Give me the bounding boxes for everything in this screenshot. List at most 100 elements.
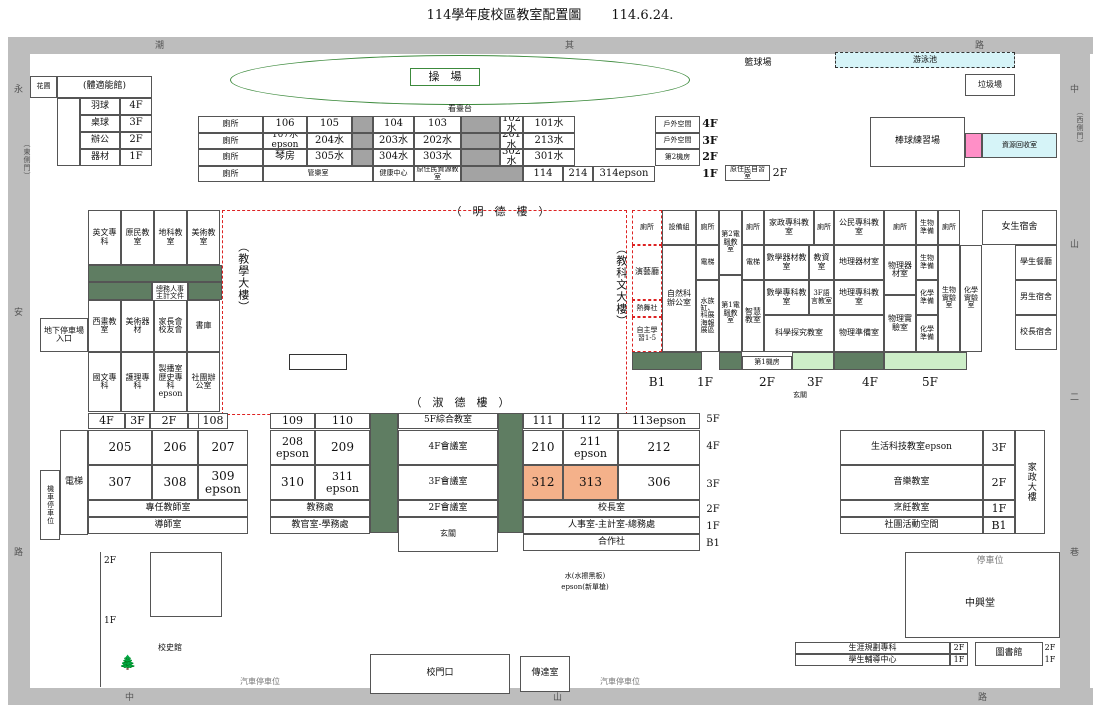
road-label: 山 bbox=[1070, 240, 1080, 250]
road-label: 巷 bbox=[1070, 548, 1080, 558]
jiaoxue-label: （教學大樓） bbox=[236, 241, 250, 313]
toilet: 廁所 bbox=[198, 116, 263, 133]
classroom: 205 bbox=[88, 430, 152, 465]
classroom: 207 bbox=[198, 430, 248, 465]
classroom: 206 bbox=[152, 430, 198, 465]
classroom: 306 bbox=[618, 465, 700, 500]
aquarium-area: 水族缸、科展海報展區 bbox=[696, 280, 719, 352]
equipment-group: 設備組 bbox=[662, 210, 696, 245]
math-lab: 數學器材教室 bbox=[764, 245, 809, 280]
underground-parking: 地下停車場入口 bbox=[40, 318, 88, 352]
classroom: 309 epson bbox=[198, 465, 248, 500]
green-strip bbox=[88, 265, 222, 282]
counsel-floor: 1F bbox=[950, 654, 968, 666]
student-affairs: 教官室-學務處 bbox=[270, 517, 370, 534]
classroom: 106 bbox=[263, 116, 307, 133]
classroom: 204水 bbox=[307, 132, 352, 149]
entry-hall: 玄關 bbox=[398, 517, 498, 552]
classroom: 111 bbox=[523, 413, 563, 429]
stand: 看臺台 bbox=[448, 103, 472, 113]
green-strip bbox=[88, 282, 152, 300]
special-room: 烹飪教室 bbox=[840, 500, 983, 517]
drama-hall: 演藝廳 bbox=[632, 245, 662, 300]
outdoor-space: 第2機房 bbox=[655, 149, 700, 166]
toilet: 廁所 bbox=[884, 210, 916, 245]
left-wing-room: 美術教室 bbox=[187, 210, 220, 265]
road-label: 永 bbox=[14, 85, 24, 95]
classroom: 103 bbox=[414, 116, 461, 133]
classroom: 305水 bbox=[307, 149, 352, 166]
history-hall: 校史館 bbox=[158, 642, 182, 652]
left-wing-room: 製播室 歷史專科 epson bbox=[154, 352, 187, 412]
floor-label: 3F bbox=[702, 133, 718, 147]
car-parking: 汽車停車位 bbox=[240, 676, 280, 686]
classroom: 212 bbox=[618, 430, 700, 465]
hall-1f: 1F bbox=[104, 616, 116, 627]
band-room: 管樂室 bbox=[263, 165, 373, 182]
classroom: 302水 bbox=[500, 149, 523, 166]
school-gate: 校門口 bbox=[370, 654, 510, 694]
elevator: 電梯 bbox=[696, 245, 719, 280]
floor-label: 3F bbox=[706, 478, 720, 490]
left-wing-room: 書庫 bbox=[187, 300, 220, 352]
road-label: 安 bbox=[14, 308, 24, 318]
academic-affairs: 教務處 bbox=[270, 500, 370, 517]
gym-floor: 1F bbox=[120, 149, 152, 166]
counsel-center: 學生輔導中心 bbox=[795, 654, 950, 666]
special-room: 社團活動空間 bbox=[840, 517, 983, 534]
home-ec-room: 家政專科教室 bbox=[764, 210, 814, 245]
recycle-room: 資源回收室 bbox=[982, 133, 1057, 158]
special-room: 生活科技教室epson bbox=[840, 430, 983, 465]
gym-side bbox=[57, 98, 80, 166]
special-room: 音樂教室 bbox=[840, 465, 983, 500]
toilet: 廁所 bbox=[938, 210, 960, 245]
gray-column bbox=[352, 149, 373, 166]
floor-label: 4F bbox=[88, 413, 125, 429]
gym-room: 器材 bbox=[80, 149, 120, 166]
left-wing-room: 國文專科 bbox=[88, 352, 121, 412]
motorcycle-parking: 機車停車位 bbox=[40, 470, 60, 540]
gate-label: （東側門） bbox=[23, 140, 31, 180]
road-label: 路 bbox=[978, 693, 988, 703]
lib-1f: 1F bbox=[1044, 654, 1056, 664]
legend-note: epson(新單槍) bbox=[561, 583, 609, 592]
playground: 操 場 bbox=[410, 68, 480, 86]
mingde-label: （ 明 德 樓 ） bbox=[450, 205, 550, 219]
computer-room-2: 第2電腦教室 bbox=[719, 210, 742, 275]
bio-prep: 生物準備 bbox=[916, 210, 938, 245]
green-strip bbox=[188, 282, 222, 300]
classroom: 202水 bbox=[414, 132, 461, 149]
classroom: 112 bbox=[563, 413, 618, 429]
flower-bed: 花圃 bbox=[30, 76, 57, 98]
girls-dorm: 女生宿舍 bbox=[982, 210, 1057, 245]
baseball-practice: 棒球練習場 bbox=[870, 117, 965, 167]
science-office: 自然科辦公室 bbox=[662, 245, 696, 352]
toilet: 廁所 bbox=[696, 210, 719, 245]
mentor-room: 導師室 bbox=[88, 517, 248, 534]
hall-block bbox=[150, 552, 222, 617]
elevator: 電梯 bbox=[742, 245, 764, 280]
self-study: 自主學習1-5 bbox=[632, 317, 662, 352]
classroom: 琴房 bbox=[263, 149, 307, 166]
classroom: 208 epson bbox=[270, 430, 315, 465]
car-parking-2: 汽車停車位 bbox=[600, 676, 640, 686]
road-label: 二 bbox=[1070, 393, 1080, 403]
title-text: 114學年度校區教室配置圖 bbox=[426, 8, 582, 24]
tree-icon: 🌲 bbox=[119, 654, 137, 671]
meeting-room: 2F會議室 bbox=[398, 500, 498, 517]
classroom: 102水 bbox=[500, 116, 523, 133]
indigenous-center: 原住民資源教室 bbox=[414, 165, 461, 182]
classroom: 304水 bbox=[373, 149, 414, 166]
boys-dorm: 男生宿舍 bbox=[1015, 280, 1057, 315]
legend-note: 水(水擦黑板) bbox=[564, 572, 606, 581]
classroom: 312 bbox=[523, 465, 563, 500]
dance-club: 熱舞社 bbox=[632, 300, 662, 317]
meeting-room: 3F會議室 bbox=[398, 465, 498, 500]
gym-floor: 2F bbox=[120, 132, 152, 149]
green-strip bbox=[884, 352, 967, 370]
road-label: 路 bbox=[975, 41, 985, 51]
library: 圖書館 bbox=[975, 642, 1043, 666]
south-road bbox=[8, 688, 1093, 705]
floor-label: 2F bbox=[759, 374, 775, 389]
east-road bbox=[1060, 37, 1090, 692]
